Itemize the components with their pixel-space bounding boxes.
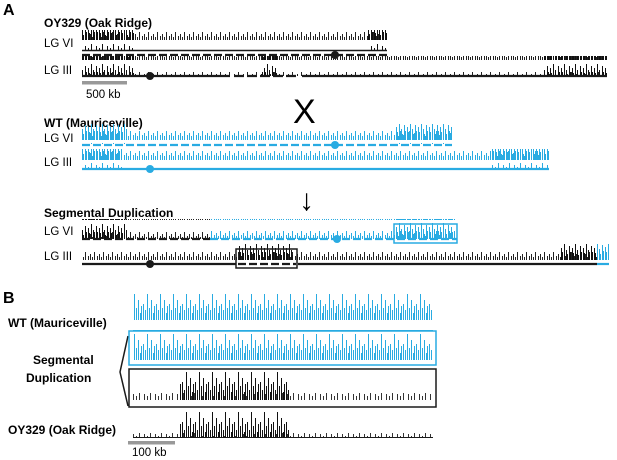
b-label-segmental-line1: Segmental: [33, 353, 94, 367]
coverage-signal: [82, 30, 387, 50]
coverage-signal-peak: [82, 149, 122, 169]
b-track-oy329: [133, 400, 433, 438]
coverage-signal-peak: [396, 219, 454, 239]
coverage-signal-peak: [395, 124, 452, 144]
centromere: [146, 165, 154, 173]
lg-iii-track-wt: [82, 149, 549, 173]
b-label-oy329: OY329 (Oak Ridge): [8, 423, 116, 437]
b-label-segmental-line2: Duplication: [26, 371, 91, 385]
coverage-signal-peak: [180, 366, 290, 402]
centromere: [146, 260, 154, 268]
scale-label-500kb: 500 kb: [86, 89, 121, 101]
coverage-signal-peak: [82, 219, 127, 239]
coverage-signal: [82, 244, 597, 264]
coverage-signal: [82, 149, 549, 169]
lg-vi-label-segmental: LG VI: [44, 226, 73, 238]
lg-vi-track-wt: [82, 124, 452, 149]
lg-iii-track-segmental: [82, 244, 609, 269]
coverage-signal-peak: [180, 400, 290, 438]
coverage-signal: [133, 330, 433, 363]
scale-bar-100kb: [128, 441, 175, 445]
b-label-wt: WT (Mauriceville): [8, 316, 107, 330]
strain-title-oy329: OY329 (Oak Ridge): [44, 16, 152, 30]
duplicated-region-box-blue: [393, 223, 458, 244]
coverage-signal-peak: [560, 244, 597, 264]
lg-vi-track-oy329: [82, 30, 387, 59]
panel-b-label: B: [3, 290, 15, 307]
b-track-segmental-blue: [128, 330, 437, 366]
lg-iii-label-segmental: LG III: [44, 251, 72, 263]
coverage-signal-peak: [82, 30, 134, 50]
centromere: [146, 72, 154, 80]
coverage-signal-peak: [82, 56, 134, 76]
coverage-signal-peak: [238, 244, 294, 264]
coverage-signal-peak: [82, 124, 127, 144]
coverage-signal-blue: [597, 244, 609, 264]
coverage-signal-peak: [368, 30, 387, 50]
lg-iii-label-wt: LG III: [44, 157, 72, 169]
cross-symbol: X: [293, 93, 316, 131]
scale-bar-500kb: [82, 81, 127, 85]
lg-vi-label-oy329: LG VI: [44, 38, 73, 50]
scale-label-100kb: 100 kb: [132, 447, 167, 459]
coverage-signal-peak: [543, 56, 607, 76]
centromere: [333, 235, 341, 243]
strain-title-segmental: Segmental Duplication: [44, 206, 173, 220]
coverage-signal: [82, 56, 607, 76]
centromere: [331, 141, 339, 149]
coverage-signal: [133, 291, 433, 331]
coverage-signal-peak: [490, 149, 549, 169]
b-track-segmental-black: [128, 366, 437, 408]
b-track-wt: [133, 291, 433, 331]
region-box-blue: [128, 330, 437, 366]
lg-iii-label-oy329: LG III: [44, 65, 72, 77]
bracket: [119, 335, 129, 407]
coverage-signal-peak: [262, 56, 278, 76]
lg-iii-track-oy329: [82, 56, 607, 80]
panel-a-label: A: [3, 2, 15, 19]
lg-vi-label-wt: LG VI: [44, 133, 73, 145]
coverage-signal: [82, 124, 452, 144]
down-arrow: ↓: [299, 184, 314, 217]
lg-vi-track-segmental: [82, 219, 458, 244]
duplicated-region-box-black: [235, 248, 298, 269]
